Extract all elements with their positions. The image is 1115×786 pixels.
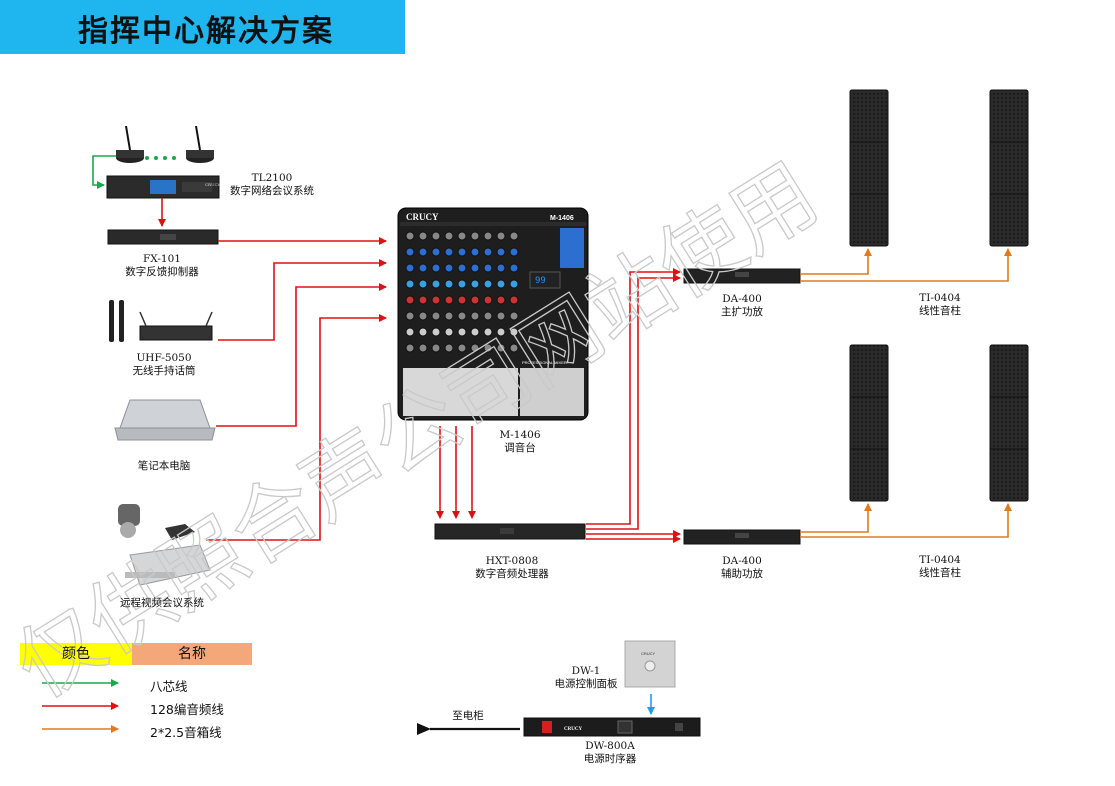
speaker-line-bottom-right [800,503,1012,538]
video-label: 远程视频会议系统 [120,597,204,609]
da400-aux-model: DA-400 [722,555,762,567]
dw1-model: DW-1 [571,665,601,677]
hxt0808-label: HXT-0808 数字音频处理器 [462,555,562,581]
speaker-ti0404-top-left [849,89,889,247]
ti0404-top-label: TI-0404 线性音柱 [900,292,980,318]
eight-core-line [92,155,116,189]
dw1-label: DW-1 电源控制面板 [548,665,624,691]
mixer-label: M-1406 调音台 [480,429,560,455]
speaker-line-top-right [800,248,1012,282]
line-hxt-da400-main-2 [586,274,681,530]
speaker-ti0404-bottom-left [849,344,889,502]
uhf5050-unit [109,300,213,342]
da400-aux-label: DA-400 辅助功放 [702,555,782,581]
dw1-brand: CRUCY [641,651,656,656]
mixer-m1406: 99 [397,207,589,421]
legend-item-speaker: 2*2.5音箱线 [150,725,222,740]
ti0404-bottom-name: 线性音柱 [919,567,961,579]
line-uhf-mixer [218,259,387,341]
da400-main-label: DA-400 主扩功放 [702,293,782,319]
laptop-label: 笔记本电脑 [137,460,191,472]
tl2100-name: 数字网络会议系统 [230,185,314,197]
speaker-line-bottom-left [800,503,872,533]
fx101-name: 数字反馈抑制器 [125,266,199,278]
mixer-brand: CRUCY [406,212,439,222]
page-title: 指挥中心解决方案 [78,14,334,49]
svg-text:99: 99 [535,276,546,286]
laptop-unit [114,399,216,441]
da400-main-model: DA-400 [722,293,762,305]
fx101-label: FX-101 数字反馈抑制器 [110,253,214,279]
video-conference-unit [118,504,211,586]
dw1-name: 电源控制面板 [554,678,618,690]
mixer-panel-text: PROFESSIONAL MIXER [522,360,567,365]
cabinet-label: 至电柜 [452,710,484,722]
da400-aux-name: 辅助功放 [721,568,763,580]
conference-microphones [116,125,214,163]
uhf5050-name: 无线手持话筒 [132,365,196,377]
hxt0808-name: 数字音频处理器 [475,568,549,580]
speaker-ti0404-top-right [989,89,1029,247]
tl2100-label: TL2100 数字网络会议系统 [222,172,322,198]
fx101-unit [107,229,219,245]
dw800a-brand: CRUCY [564,727,582,732]
line-video-mixer [206,314,387,541]
legend-item-eight-core: 八芯线 [150,679,188,694]
hxt0808-model: HXT-0808 [485,555,539,567]
da400-aux-unit [683,529,801,545]
fx101-model: FX-101 [143,253,181,265]
line-hxt-da400-main-1 [586,268,681,525]
speaker-line-top-left [800,248,872,275]
tl2100-brand: CRUCY [205,182,221,187]
mixer-name: 调音台 [504,442,536,454]
legend-item-audio: 128编音频线 [150,702,224,717]
dw800a-model: DW-800A [585,740,635,752]
legend-color-header-box [20,643,132,665]
speaker-ti0404-bottom-right [989,344,1029,502]
ti0404-bottom-model: TI-0404 [919,554,961,566]
da400-main-name: 主扩功放 [721,306,763,318]
mixer-panel-model: M-1406 [550,215,574,222]
dw800a-label: DW-800A 电源时序器 [570,740,650,766]
legend-name-header-box [132,643,252,665]
tl2100-unit [106,175,220,199]
ti0404-top-model: TI-0404 [919,292,961,304]
ti0404-bottom-label: TI-0404 线性音柱 [900,554,980,580]
uhf5050-label: UHF-5050 无线手持话筒 [112,352,216,378]
da400-main-unit [683,268,801,284]
uhf5050-model: UHF-5050 [136,352,192,364]
dw800a-name: 电源时序器 [583,753,637,765]
legend-color-header: 颜色 [62,646,90,662]
line-laptop-mixer [216,283,387,427]
tl2100-model: TL2100 [251,172,293,184]
dw1-panel [624,640,676,688]
hxt0808-unit [434,523,586,540]
mixer-model: M-1406 [499,429,541,441]
legend-name-header: 名称 [178,646,206,662]
dw800a-unit [523,717,701,737]
title-bar [0,0,405,54]
ti0404-top-name: 线性音柱 [919,305,961,317]
